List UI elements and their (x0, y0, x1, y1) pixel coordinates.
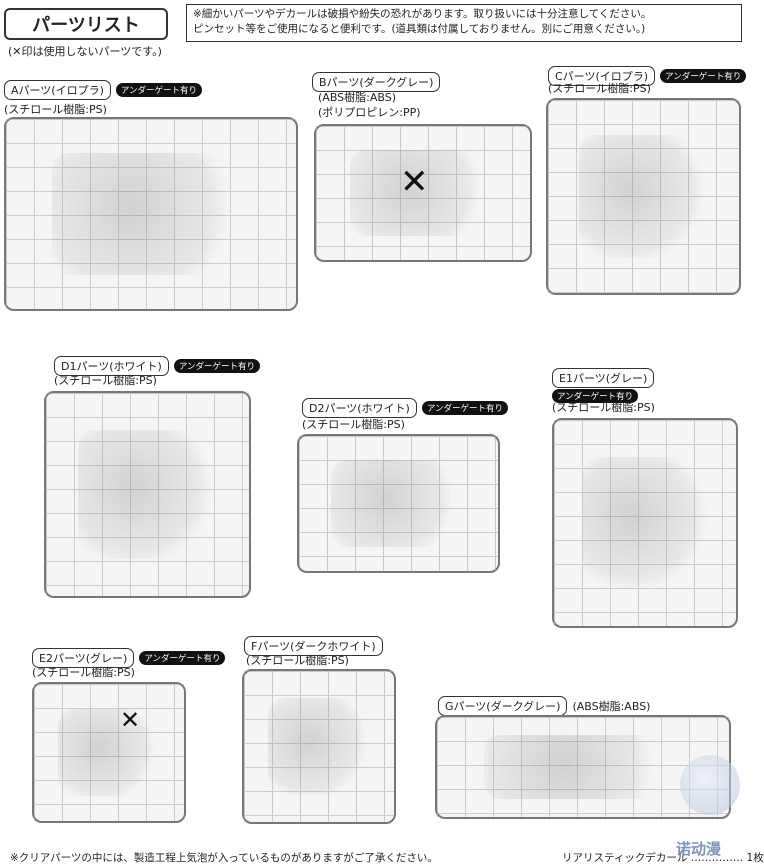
section-b-header: Bパーツ(ダークグレー) (312, 72, 441, 92)
runner-g-grid (437, 717, 729, 817)
section-a-badge: アンダーゲート有り (115, 83, 203, 97)
section-d2-badge: アンダーゲート有り (421, 401, 509, 415)
runner-f (242, 669, 396, 824)
section-g-material: (ABS樹脂:ABS) (572, 699, 651, 713)
section-d2-material: (スチロール樹脂:PS) (302, 418, 405, 431)
runner-b-grid (316, 126, 530, 260)
section-c-header: Cパーツ(イロプラ) アンダーゲート有り (548, 66, 747, 86)
runner-d1-parts (78, 429, 217, 560)
runner-e1 (552, 418, 738, 628)
section-e1-badge-row: アンダーゲート有り (552, 384, 639, 403)
runner-a-grid (6, 119, 296, 309)
section-d2-title: D2パーツ(ホワイト) (302, 398, 417, 418)
runner-e2-parts (58, 708, 160, 797)
section-e1-badge: アンダーゲート有り (552, 389, 639, 403)
runner-e1-grid (554, 420, 736, 626)
section-c-badge: アンダーゲート有り (660, 69, 747, 83)
section-e2-header: E2パーツ(グレー) アンダーゲート有り (32, 648, 226, 668)
runner-b: ✕ (314, 124, 532, 262)
section-d1-header: D1パーツ(ホワイト) アンダーゲート有り (54, 356, 261, 376)
handling-notice-line-1: ※細かいパーツやデカールは破損や紛失の恐れがあります。取り扱いには十分注意してく… (193, 8, 652, 20)
section-b-material-1: (ABS樹脂:ABS) (318, 91, 397, 104)
runner-f-parts (268, 698, 370, 795)
runner-e2: ✕ (32, 682, 186, 823)
handling-notice: ※細かいパーツやデカールは破損や紛失の恐れがあります。取り扱いには十分注意してく… (186, 4, 742, 42)
runner-c (546, 98, 741, 295)
section-g-header: Gパーツ(ダークグレー) (ABS樹脂:ABS) (438, 696, 650, 716)
unused-parts-note: (✕印は使用しないパーツです。) (8, 45, 162, 58)
page-title: パーツリスト (4, 8, 168, 40)
decal-count-note: リアリスティックデカール …………… 1枚 (562, 852, 764, 864)
section-c-title: Cパーツ(イロプラ) (548, 66, 656, 86)
runner-d1-grid (46, 393, 249, 596)
section-f-title: Fパーツ(ダークホワイト) (244, 636, 383, 656)
runner-g (435, 715, 731, 819)
section-d2-header: D2パーツ(ホワイト) アンダーゲート有り (302, 398, 509, 418)
runner-f-grid (244, 671, 394, 822)
section-f-header: Fパーツ(ダークホワイト) (244, 636, 383, 656)
section-a-material: (スチロール樹脂:PS) (4, 103, 107, 116)
section-d1-material: (スチロール樹脂:PS) (54, 374, 157, 387)
clear-parts-note: ※クリアパーツの中には、製造工程上気泡が入っているものがありますがご了承ください… (10, 852, 438, 864)
section-e1-title: E1パーツ(グレー) (552, 368, 655, 388)
runner-g-parts (483, 735, 683, 799)
section-c-material: (スチロール樹脂:PS) (548, 82, 651, 95)
section-e2-material: (スチロール樹脂:PS) (32, 666, 135, 679)
section-a-title: Aパーツ(イロプラ) (4, 80, 111, 100)
handling-notice-line-2: ピンセット等をご使用になると便利です。(道具類は付属しておりません。別にご用意く… (193, 23, 646, 35)
section-d1-title: D1パーツ(ホワイト) (54, 356, 169, 376)
section-e2-badge: アンダーゲート有り (139, 651, 226, 665)
runner-e2-grid (34, 684, 184, 821)
runner-a-parts (52, 153, 250, 275)
section-e1-header: E1パーツ(グレー) (552, 368, 655, 388)
unused-part-cross-icon: ✕ (120, 706, 141, 734)
section-b-material-2: (ポリプロピレン:PP) (318, 106, 421, 119)
runner-c-parts (578, 134, 709, 259)
section-d1-badge: アンダーゲート有り (173, 359, 261, 373)
section-e2-title: E2パーツ(グレー) (32, 648, 135, 668)
section-f-material: (スチロール樹脂:PS) (246, 654, 349, 667)
unused-part-cross-icon: ✕ (400, 162, 429, 202)
watermark-text: 诺动漫 (676, 840, 722, 858)
section-b-title: Bパーツ(ダークグレー) (312, 72, 441, 92)
runner-b-parts (350, 150, 496, 236)
watermark-logo-icon (680, 755, 740, 815)
runner-d2-parts (330, 460, 467, 547)
section-a-header: Aパーツ(イロプラ) アンダーゲート有り (4, 80, 203, 100)
runner-d1 (44, 391, 251, 598)
runner-e1-parts (583, 457, 707, 589)
section-g-title: Gパーツ(ダークグレー) (438, 696, 568, 716)
section-e1-material: (スチロール樹脂:PS) (552, 401, 655, 414)
runner-a (4, 117, 298, 311)
runner-d2-grid (299, 436, 498, 571)
runner-d2 (297, 434, 500, 573)
runner-c-grid (548, 100, 739, 293)
